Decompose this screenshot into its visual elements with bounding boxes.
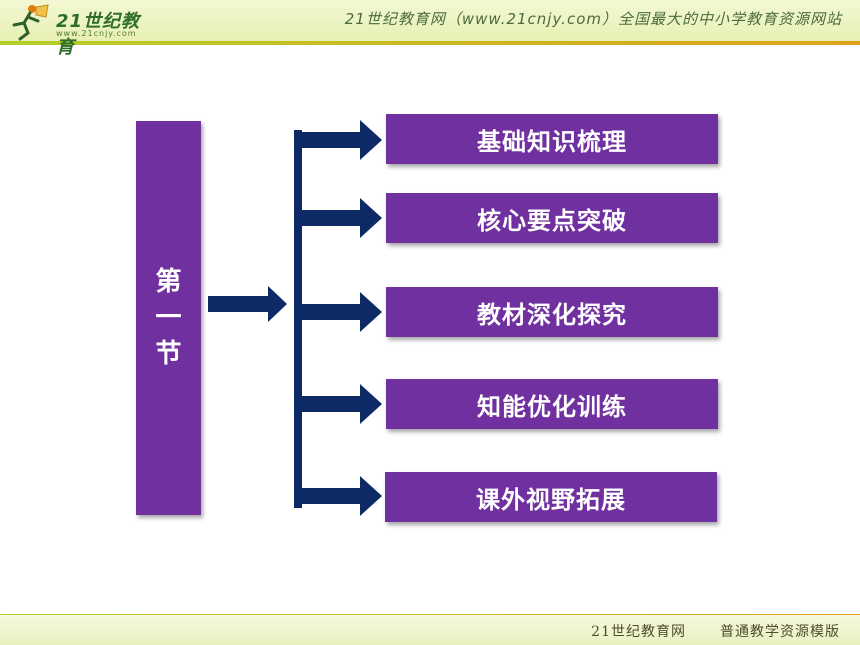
menu-item-textbook-exploration[interactable]: 教材深化探究 [386, 287, 718, 337]
site-logo: 21世纪教育 www.21cnjy.com [6, 3, 156, 58]
branch-arrow-icon [294, 476, 382, 516]
section-char: 一 [155, 303, 182, 333]
branch-arrow-icon [302, 384, 382, 424]
branch-arrow-icon [302, 292, 382, 332]
logo-subtitle: www.21cnjy.com [56, 29, 137, 38]
section-char: 节 [155, 339, 182, 369]
header-bar [0, 0, 860, 45]
section-title-box: 第 一 节 [136, 121, 201, 515]
site-slogan: 21世纪教育网（www.21cnjy.com）全国最大的中小学教育资源网站 [344, 10, 842, 28]
header-divider [0, 41, 860, 45]
menu-item-basics[interactable]: 基础知识梳理 [386, 114, 718, 164]
runner-icon [12, 4, 49, 41]
logo-text: 21世纪教育 [56, 11, 141, 58]
section-char: 第 [155, 267, 182, 297]
menu-item-core-points[interactable]: 核心要点突破 [386, 193, 718, 243]
footer-bar [0, 615, 860, 645]
footer-template: 普通教学资源模版 [720, 624, 840, 640]
main-arrow-icon [208, 286, 287, 322]
branch-arrow-icon [302, 198, 382, 238]
bracket-bar [294, 130, 302, 508]
footer-text: 21世纪教育网 普通教学资源模版 [591, 621, 840, 641]
branch-arrow-icon [294, 120, 382, 160]
menu-item-extension[interactable]: 课外视野拓展 [385, 472, 717, 522]
footer-site: 21世纪教育网 [591, 624, 686, 640]
menu-item-training[interactable]: 知能优化训练 [386, 379, 718, 429]
